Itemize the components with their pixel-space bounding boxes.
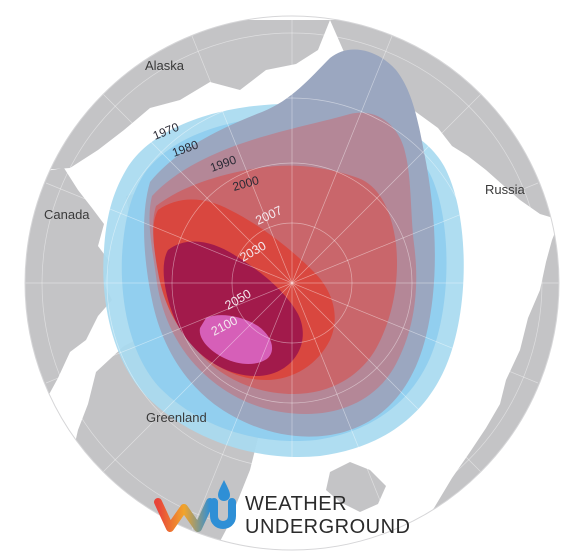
label-greenland: Greenland [146, 410, 207, 425]
ice-extent-2100 [199, 315, 273, 364]
wu-logo-w-mark [154, 498, 214, 532]
raindrop-icon [218, 480, 230, 501]
globe-rim [24, 15, 560, 551]
wu-logo-u-mark [210, 498, 236, 529]
graticule [25, 16, 559, 550]
label-alaska: Alaska [145, 58, 185, 73]
brand-line-underground: UNDERGROUND [245, 516, 411, 538]
label-russia: Russia [485, 182, 526, 197]
brand-line-weather: WEATHER [245, 493, 347, 515]
wu-logo: WEATHER UNDERGROUND [154, 480, 411, 538]
label-canada: Canada [44, 207, 90, 222]
land-canada [25, 168, 112, 430]
land-scandinavia [326, 462, 386, 512]
